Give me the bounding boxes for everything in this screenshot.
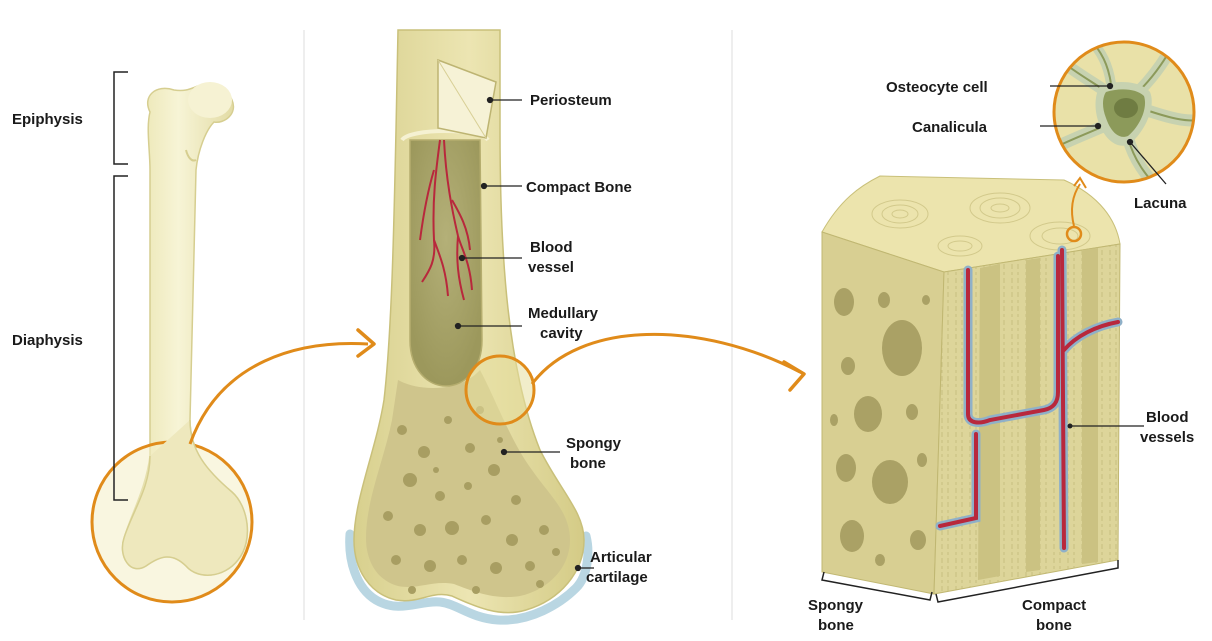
label-medullary-line2: cavity bbox=[540, 325, 583, 342]
label-spongy-line2: bone bbox=[570, 455, 606, 472]
label-spongy-bone-line1: Spongy bbox=[808, 597, 864, 614]
label-canalicula: Canalicula bbox=[912, 119, 988, 136]
femur-distal-end-in-circle bbox=[122, 420, 247, 575]
zoom-circle-compact-bone bbox=[466, 356, 534, 424]
label-diaphysis: Diaphysis bbox=[12, 332, 83, 349]
label-compact-bone: Compact Bone bbox=[526, 179, 632, 196]
arrow-left-to-middle bbox=[190, 344, 368, 444]
label-blood-vessels-line2: vessels bbox=[1140, 429, 1194, 446]
label-lacuna: Lacuna bbox=[1134, 195, 1187, 212]
label-epiphysis: Epiphysis bbox=[12, 111, 83, 128]
label-blood-vessels-line1: Blood bbox=[1146, 409, 1189, 426]
leader-dot-blood-vessels bbox=[1068, 424, 1073, 429]
label-compact-bone-line1: Compact bbox=[1022, 597, 1086, 614]
label-spongy-line1: Spongy bbox=[566, 435, 622, 452]
epiphysis-bracket bbox=[114, 72, 128, 164]
osteocyte-zoom bbox=[1054, 40, 1200, 190]
medullary-cavity bbox=[410, 140, 482, 386]
label-compact-bone-line2: bone bbox=[1036, 617, 1072, 634]
bone-tissue-block bbox=[822, 176, 1120, 594]
diaphysis-bracket bbox=[114, 176, 128, 500]
label-periosteum: Periosteum bbox=[530, 92, 612, 109]
label-blood-vessel-line2: vessel bbox=[528, 259, 574, 276]
label-medullary-line1: Medullary bbox=[528, 305, 599, 322]
label-articular-line2: cartilage bbox=[586, 569, 648, 586]
label-osteocyte-cell: Osteocyte cell bbox=[886, 79, 988, 96]
label-articular-line1: Articular bbox=[590, 549, 652, 566]
osteocyte-nucleus bbox=[1114, 98, 1138, 118]
label-blood-vessel-line1: Blood bbox=[530, 239, 573, 256]
label-spongy-bone-line2: bone bbox=[818, 617, 854, 634]
